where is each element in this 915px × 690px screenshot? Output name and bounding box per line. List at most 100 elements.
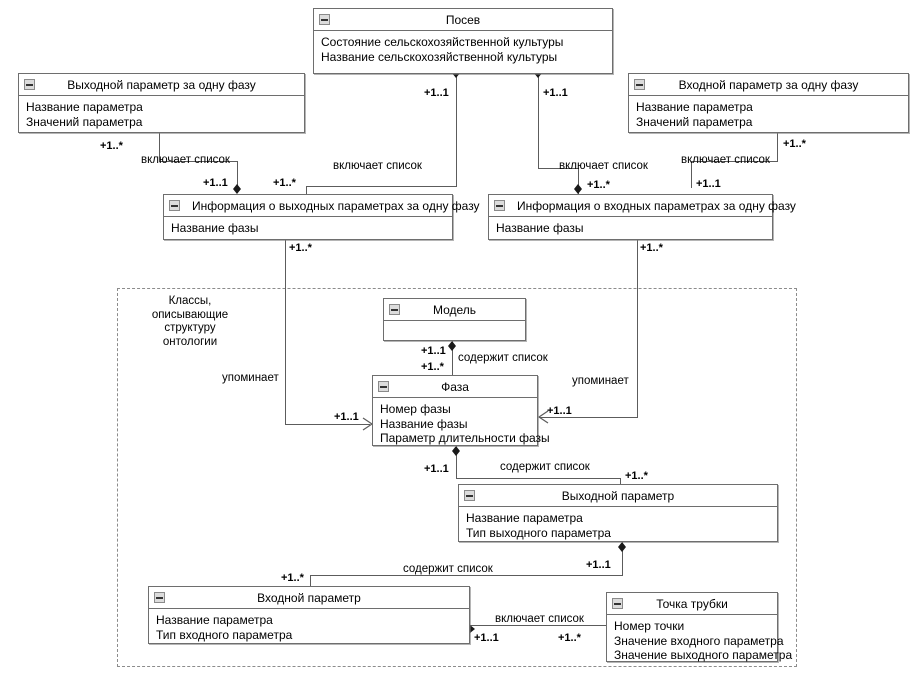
mult-infoin-right: +1..1: [696, 178, 721, 190]
edge-inphase-infoin-seg2: [691, 161, 778, 162]
edge-inphase-infoin-seg3: [691, 161, 692, 188]
class-title-out-param-phase: Выходной параметр за одну фазу: [67, 77, 256, 92]
edge-outphase-infoout-seg2: [159, 161, 238, 162]
class-box-faza[interactable]: Фаза Номер фазы Название фазы Параметр д…: [372, 375, 550, 446]
edge-faza-outparam-seg3: [620, 478, 621, 484]
class-attributes-out-param: Название параметра Тип выходного парамет…: [459, 507, 777, 545]
collapse-minus-icon[interactable]: [24, 79, 35, 90]
edge-label-upom2: упоминает: [572, 375, 629, 387]
class-box-in-param-phase[interactable]: Входной параметр за одну фазу Название п…: [628, 73, 909, 133]
edge-outphase-infoout-seg1: [159, 132, 160, 161]
attribute-item: Параметр длительности фазы: [380, 431, 550, 445]
class-attributes-in-param-phase: Название параметра Значений параметра: [629, 96, 908, 134]
edge-posev-infoout-seg2: [306, 186, 457, 187]
attribute-item: Название фазы: [380, 416, 468, 431]
group-note-line-4: онтологии: [162, 335, 218, 348]
class-header-in-param-phase: Входной параметр за одну фазу: [629, 74, 908, 96]
edge-label-vkl2: включает список: [333, 160, 422, 172]
collapse-minus-icon[interactable]: [319, 14, 330, 25]
mult-infoout-bottom: +1..*: [289, 242, 312, 254]
class-title-info-in: Информация о входных параметрах за одну …: [517, 198, 796, 213]
class-attributes-tube-point: Номер точки Значение входного параметра …: [607, 615, 793, 668]
attribute-item: Значений параметра: [636, 114, 753, 129]
edge-outparam-inparam-seg2: [310, 575, 623, 576]
edge-infoin-faza-seg2: [539, 417, 638, 418]
class-box-out-param[interactable]: Выходной параметр Название параметра Тип…: [458, 484, 778, 542]
mult-inparam-right: +1..1: [474, 632, 499, 644]
attribute-item: Название фазы: [496, 221, 584, 235]
attribute-item: Номер фазы: [380, 402, 451, 416]
mult-faza-right: +1..1: [547, 405, 572, 417]
mult-outparam-top: +1..*: [625, 470, 648, 482]
edge-inphase-infoin-seg1: [777, 132, 778, 161]
edge-label-sod2: содержит список: [500, 461, 590, 473]
class-title-out-param: Выходной параметр: [561, 488, 675, 503]
class-box-model[interactable]: Модель: [383, 298, 526, 341]
class-box-in-param[interactable]: Входной параметр Название параметра Тип …: [148, 586, 470, 644]
edge-outparam-inparam-seg3: [310, 575, 311, 586]
collapse-minus-icon[interactable]: [612, 598, 623, 609]
attribute-item: Название параметра: [466, 511, 583, 525]
class-box-info-out[interactable]: Информация о выходных параметрах за одну…: [163, 194, 480, 241]
edge-posev-infoout-seg1: [456, 73, 457, 186]
edge-infoout-faza-seg2: [285, 424, 370, 425]
mult-inphase-down: +1..*: [783, 138, 806, 150]
class-header-in-param: Входной параметр: [149, 587, 469, 609]
mult-posev-in: +1..1: [543, 87, 568, 99]
attribute-item: Название параметра: [156, 613, 273, 627]
class-header-faza: Фаза: [373, 376, 537, 398]
edge-label-vkl3: включает список: [559, 160, 648, 172]
mult-outphase-down: +1..*: [100, 140, 123, 152]
class-header-out-param-phase: Выходной параметр за одну фазу: [19, 74, 304, 96]
attribute-item: Тип входного параметра: [156, 627, 293, 642]
class-attributes-posev: Состояние сельскохозяйственной культуры …: [314, 31, 612, 69]
collapse-minus-icon[interactable]: [154, 592, 165, 603]
collapse-minus-icon[interactable]: [634, 79, 645, 90]
class-box-tube-point[interactable]: Точка трубки Номер точки Значение входно…: [606, 592, 792, 662]
collapse-minus-icon[interactable]: [378, 381, 389, 392]
edge-model-faza-seg1: [452, 341, 453, 375]
class-title-info-out: Информация о выходных параметрах за одну…: [192, 198, 480, 213]
attribute-item: Значение выходного параметра: [614, 648, 793, 662]
class-attributes-info-in: Название фазы: [489, 217, 772, 241]
class-box-out-param-phase[interactable]: Выходной параметр за одну фазу Название …: [18, 73, 305, 133]
attribute-item: Название фазы: [171, 221, 259, 235]
attribute-item: Название параметра: [26, 100, 143, 114]
attribute-item: Название параметра: [636, 100, 753, 114]
class-attributes-info-out: Название фазы: [164, 217, 452, 241]
class-attributes-model: [384, 321, 525, 343]
edge-infoin-faza-seg1: [637, 240, 638, 417]
collapse-minus-icon[interactable]: [464, 490, 475, 501]
ontology-group-frame: [117, 288, 797, 667]
collapse-minus-icon[interactable]: [494, 200, 505, 211]
group-note-line-1: Классы,: [168, 295, 212, 307]
group-note-line-2: описывающие: [151, 308, 229, 321]
mult-infoin-left: +1..*: [587, 179, 610, 191]
edge-label-sod1: содержит список: [458, 352, 548, 364]
edge-outparam-inparam-seg1: [622, 542, 623, 575]
edge-infoout-faza-seg1: [285, 240, 286, 424]
collapse-minus-icon[interactable]: [389, 304, 400, 315]
class-title-in-param: Входной параметр: [257, 590, 361, 605]
class-attributes-faza: Номер фазы Название фазы Параметр длител…: [373, 398, 550, 451]
class-header-info-out: Информация о выходных параметрах за одну…: [164, 195, 480, 217]
class-box-info-in[interactable]: Информация о входных параметрах за одну …: [488, 194, 796, 241]
edge-posev-infoout-seg3: [306, 186, 307, 194]
mult-tube-left: +1..*: [558, 632, 581, 644]
attribute-item: Значений параметра: [26, 114, 143, 129]
edge-posev-infoin-seg2: [538, 168, 578, 169]
attribute-item: Состояние сельскохозяйственной культуры: [321, 35, 564, 49]
class-title-in-param-phase: Входной параметр за одну фазу: [678, 77, 859, 92]
class-box-posev[interactable]: Посев Состояние сельскохозяйственной кул…: [313, 8, 613, 74]
mult-infoout-right: +1..*: [273, 177, 296, 189]
class-title-posev: Посев: [445, 12, 481, 27]
mult-faza-top: +1..*: [421, 361, 444, 373]
collapse-minus-icon[interactable]: [169, 200, 180, 211]
edge-posev-infoin-seg1: [538, 73, 539, 168]
edge-label-vkl5: включает список: [495, 613, 584, 625]
class-attributes-in-param: Название параметра Тип входного параметр…: [149, 609, 469, 647]
class-title-model: Модель: [432, 302, 477, 317]
class-header-info-in: Информация о входных параметрах за одну …: [489, 195, 796, 217]
mult-posev-out: +1..1: [424, 87, 449, 99]
